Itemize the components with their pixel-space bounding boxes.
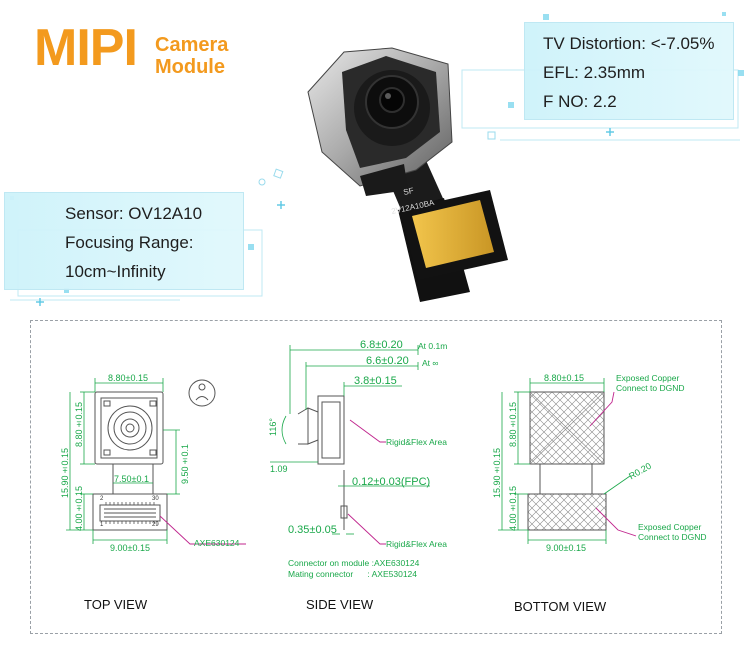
flex-print-line1: SF (403, 186, 415, 197)
side-rigid-flex-1: Rigid&Flex Area (386, 437, 447, 447)
bottom-dim-height-left: 8.80±0.15 (508, 402, 518, 448)
side-dim-fpc: 0.12±0.03(FPC) (352, 476, 431, 488)
top-dim-width-bottom: 9.00±0.15 (110, 543, 150, 553)
brand-subtitle: Camera Module (155, 34, 228, 78)
bottom-view-drawing (527, 391, 607, 531)
spec-sensor: Sensor: OV12A10 (65, 204, 203, 223)
bottom-view-label: BOTTOM VIEW (514, 599, 607, 614)
bottom-dim-width-bottom: 9.00±0.15 (546, 543, 586, 553)
top-pin-bottom-left: 1 (100, 522, 104, 528)
spec-list-right: TV Distortion: <-7.05% EFL: 2.35mm F NO:… (543, 29, 715, 116)
brand-title: MIPI (34, 19, 138, 77)
top-dim-total-height: 15.90±0.15 (60, 448, 70, 499)
top-dim-width-top: 8.80±0.15 (108, 373, 148, 383)
bottom-copper-1-line2: Connect to DGND (616, 383, 685, 393)
bottom-dim-lower-height: 4.00±0.15 (508, 486, 518, 532)
bottom-copper-1: Exposed Copper Connect to DGND (616, 373, 685, 393)
side-rigid-flex-2: Rigid&Flex Area (386, 539, 447, 549)
side-mating-connector: Mating connector : AXE530124 (288, 569, 417, 579)
orientation-icon (188, 379, 216, 407)
top-view-label: TOP VIEW (84, 597, 148, 612)
spec-focus-range: 10cm~Infinity (65, 262, 166, 281)
side-dim-h3: 3.8±0.15 (354, 375, 397, 387)
top-view-drawing (92, 391, 168, 531)
side-dim-h2: 6.6±0.20 (366, 355, 409, 367)
top-pin-right-top: 30 (152, 496, 159, 502)
spec-f-number: F NO: 2.2 (543, 92, 617, 111)
side-view-label: SIDE VIEW (306, 597, 374, 612)
bottom-dim-total-height: 15.90±0.15 (492, 448, 502, 499)
bottom-copper-2: Exposed Copper Connect to DGND (638, 522, 707, 542)
side-view-drawing (297, 395, 348, 530)
top-dim-height-left: 8.80±0.15 (74, 402, 84, 448)
brand-subtitle-line2: Module (155, 56, 225, 78)
brand-subtitle-line1: Camera (155, 34, 229, 56)
side-dim-h1-note: At 0.1m (418, 341, 448, 351)
spec-list-left: Sensor: OV12A10 Focusing Range: 10cm~Inf… (65, 199, 202, 286)
bottom-dim-width-top: 8.80±0.15 (544, 373, 584, 383)
side-connector-module: Connector on module :AXE630124 (288, 558, 420, 568)
drawing-panel (30, 320, 722, 634)
bottom-copper-2-line1: Exposed Copper (638, 522, 702, 532)
side-dim-stiff: 0.35±0.05 (288, 524, 337, 536)
spec-tv-distortion: TV Distortion: <-7.05% (543, 34, 715, 53)
bottom-copper-1-line1: Exposed Copper (616, 373, 680, 383)
top-dim-lower-height: 4.00±0.15 (74, 486, 84, 532)
spec-box-right: TV Distortion: <-7.05% EFL: 2.35mm F NO:… (524, 22, 734, 120)
side-dim-h2-note: At ∞ (422, 358, 439, 368)
camera-module-illustration: SF 2V12A10BA (307, 47, 508, 302)
side-dim-h1: 6.8±0.20 (360, 339, 403, 351)
side-dim-angle: 116° (268, 418, 278, 436)
bottom-copper-2-line2: Connect to DGND (638, 532, 707, 542)
spec-focus-label: Focusing Range: (65, 233, 194, 252)
top-dim-mid-width: 7.50±0.1 (114, 474, 149, 484)
spec-box-left: Sensor: OV12A10 Focusing Range: 10cm~Inf… (4, 192, 244, 290)
top-pin-left: 2 (100, 496, 104, 502)
top-dim-right-height: 9.50±0.1 (180, 444, 190, 485)
top-pin-bottom-right: 29 (152, 522, 159, 528)
spec-efl: EFL: 2.35mm (543, 63, 646, 82)
top-connector-label: AXE630124 (194, 538, 240, 548)
side-dim-thickness: 1.09 (270, 464, 288, 474)
